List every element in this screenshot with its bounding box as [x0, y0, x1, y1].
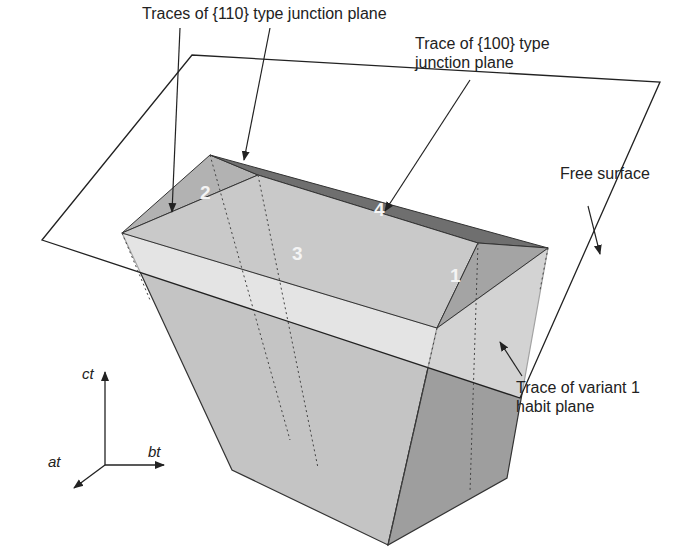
annotation-text: Traces of {110} type junction plane [142, 4, 387, 23]
axis-label: at [48, 452, 61, 471]
annotation-text: Trace of {100} type junction plane [415, 34, 595, 72]
annotation-text: Free surface [560, 164, 650, 183]
callout-number: 1 [450, 266, 461, 285]
axis-label: bt [148, 442, 161, 461]
callout-number: 4 [374, 200, 385, 219]
callout-number: 3 [292, 244, 303, 263]
axis-label: ct [82, 364, 94, 383]
annotation-text: Trace of variant 1 habit plane [516, 378, 656, 416]
callout-number: 2 [200, 183, 211, 202]
